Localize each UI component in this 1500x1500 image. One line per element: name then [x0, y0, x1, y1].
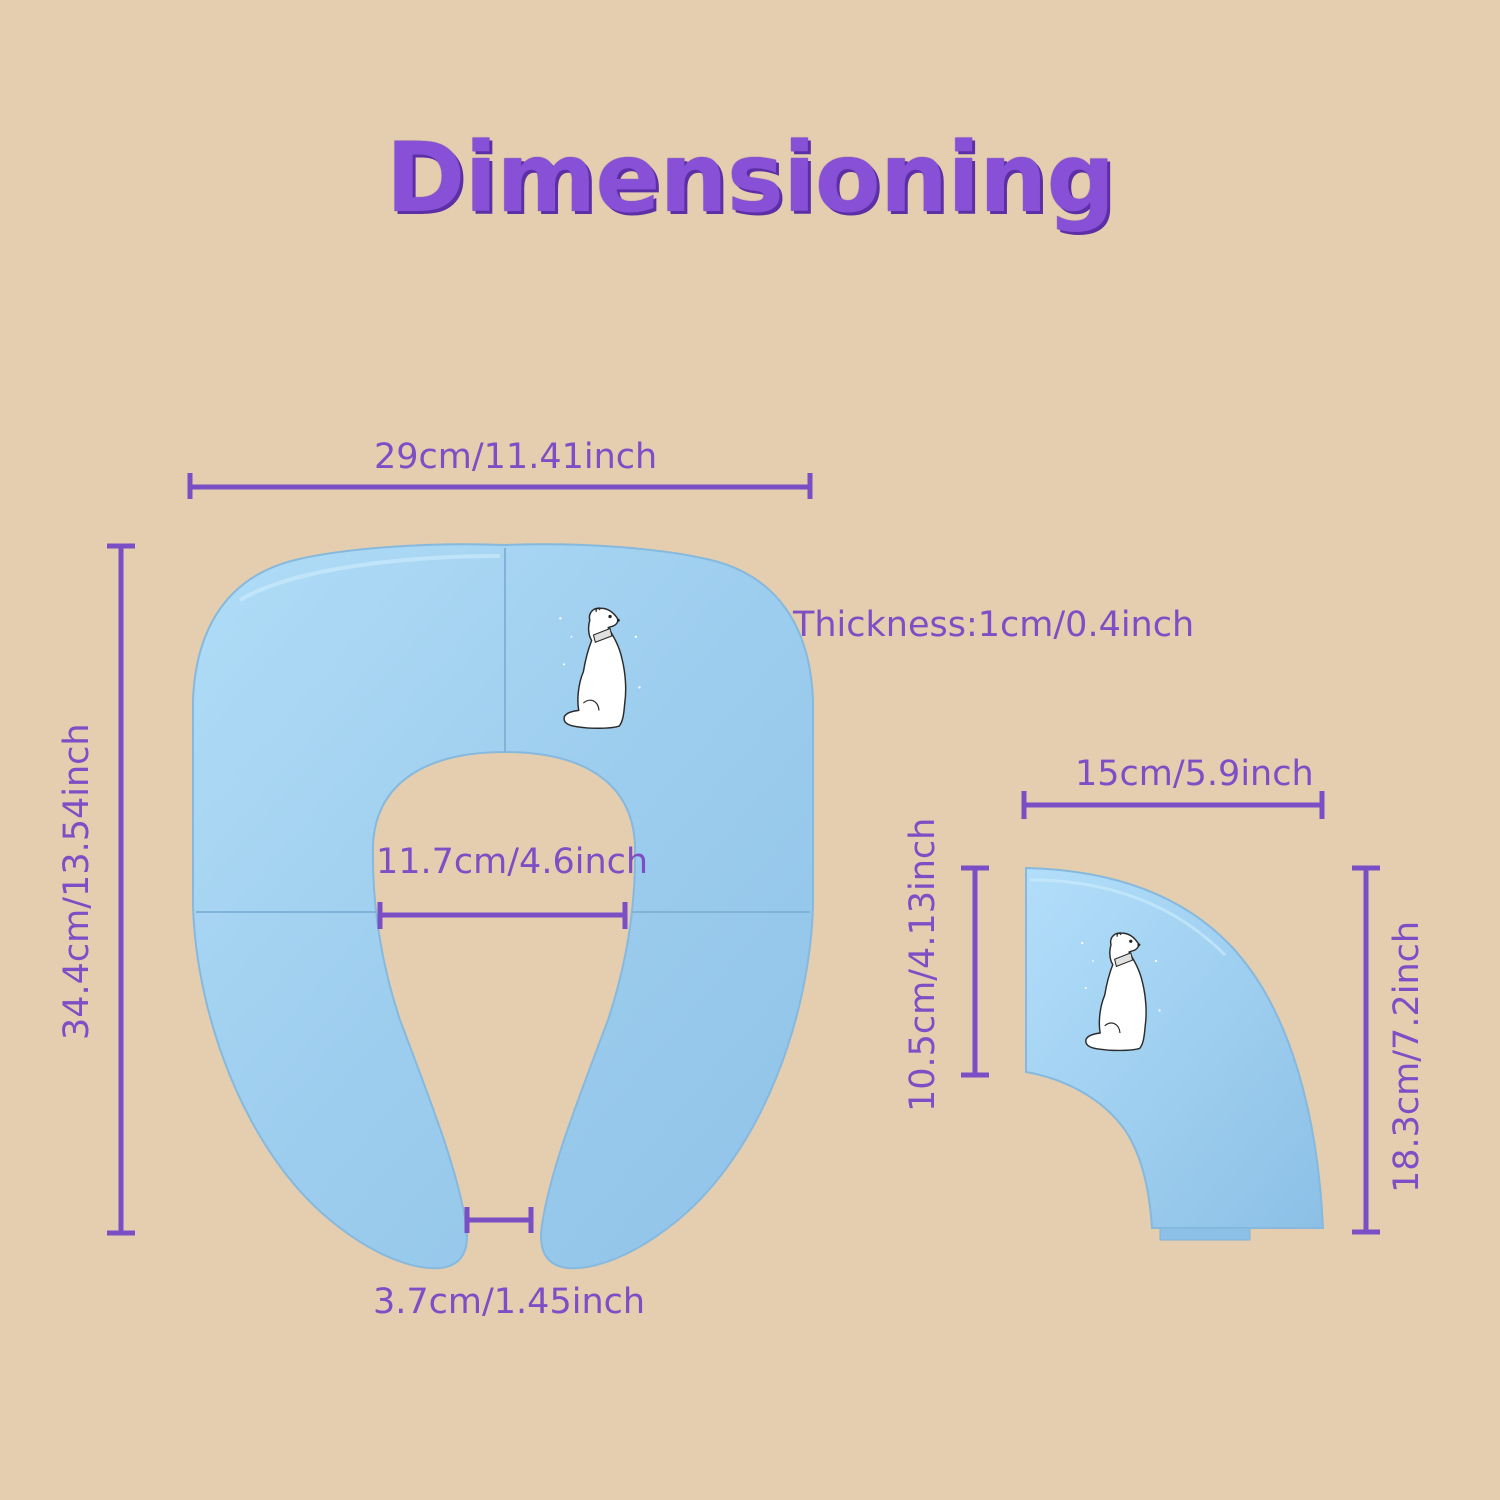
page-title: Dimensioning	[385, 122, 1115, 234]
gap-width-line	[464, 1207, 534, 1233]
seat-length-line	[107, 543, 135, 1236]
dimension-lines	[107, 473, 1380, 1236]
potty-seat-folded	[1025, 866, 1325, 1241]
folded-width-label: 15cm/5.9inch	[1075, 754, 1314, 794]
folded-short-height-label: 10.5cm/4.13inch	[903, 817, 943, 1112]
seat-width-line	[187, 473, 813, 499]
seat-width-label: 29cm/11.41inch	[374, 437, 658, 477]
folded-tall-height-line	[1352, 865, 1380, 1235]
hole-width-line	[377, 902, 628, 929]
folded-width-line	[1021, 791, 1325, 819]
potty-seat-open	[192, 543, 814, 1270]
hole-width-label: 11.7cm/4.6inch	[376, 842, 649, 882]
thickness-label: Thickness:1cm/0.4inch	[793, 605, 1195, 645]
gap-width-label: 3.7cm/1.45inch	[373, 1282, 646, 1322]
folded-short-height-line	[961, 865, 989, 1078]
seat-length-label: 34.4cm/13.54inch	[57, 723, 97, 1040]
folded-tall-height-label: 18.3cm/7.2inch	[1387, 920, 1427, 1193]
